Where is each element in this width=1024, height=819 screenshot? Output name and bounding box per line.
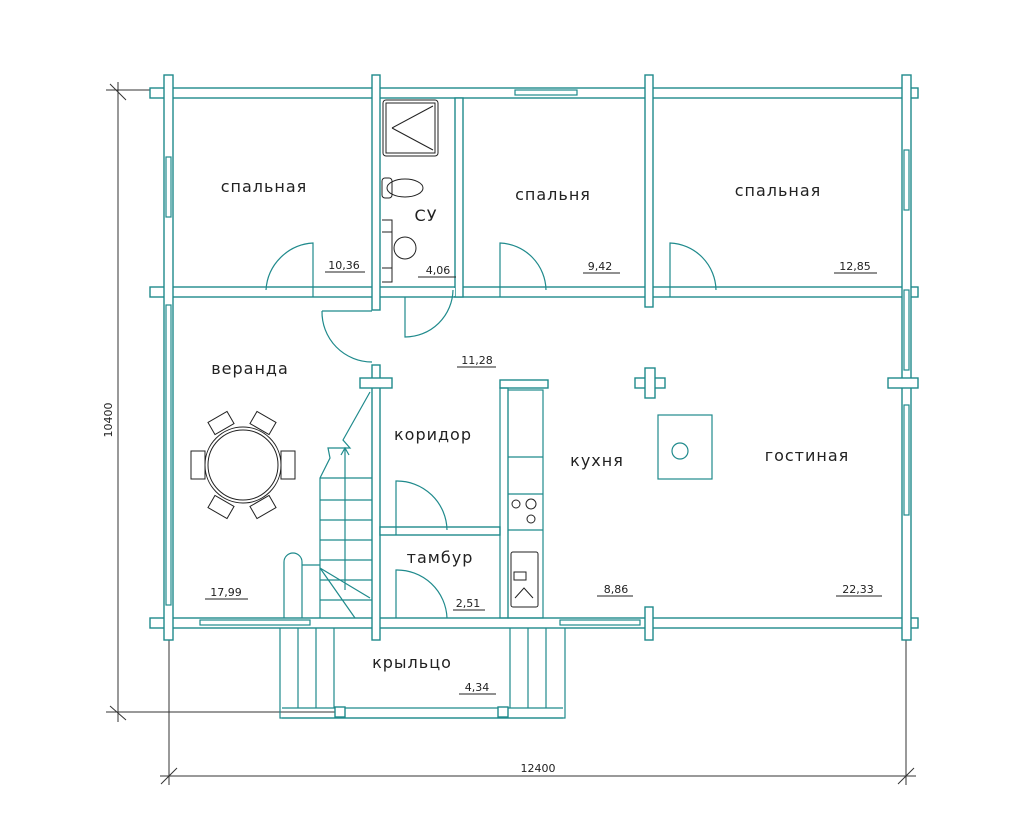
- room-living-area: 22,33: [842, 583, 874, 596]
- fireplace-icon: [657, 414, 713, 480]
- doors: [265, 242, 717, 619]
- room-bedroom-right-name: спальная: [735, 181, 822, 200]
- room-bedroom-left-area: 10,36: [328, 259, 360, 272]
- room-kitchen-area: 8,86: [604, 583, 629, 596]
- room-vestibule-name: тамбур: [407, 548, 474, 567]
- room-hall-area: 11,28: [461, 354, 493, 367]
- room-vestibule-area: 2,51: [456, 597, 481, 610]
- walls: [149, 74, 919, 641]
- staircase: [283, 391, 372, 619]
- room-bathroom-area: 4,06: [426, 264, 451, 277]
- room-veranda-area: 17,99: [210, 586, 242, 599]
- dimension-height: 10400: [102, 82, 340, 722]
- room-porch-area: 4,34: [465, 681, 490, 694]
- room-bedroom-mid-name: спальня: [515, 185, 591, 204]
- chimney-icon: [671, 442, 689, 460]
- room-bathroom-name: СУ: [415, 206, 438, 225]
- stove-icon: [511, 499, 521, 509]
- kitchen-sink-icon: [510, 551, 539, 608]
- dining-table-icon: [190, 410, 296, 520]
- svg-text:10400: 10400: [102, 403, 115, 438]
- room-bedroom-right-area: 12,85: [839, 260, 871, 273]
- room-veranda-name: веранда: [211, 359, 289, 378]
- kitchen-counter: [499, 379, 549, 619]
- svg-text:12400: 12400: [521, 762, 556, 775]
- porch: [279, 628, 566, 719]
- room-kitchen-name: кухня: [570, 451, 624, 470]
- dimension-width: 12400: [160, 640, 916, 785]
- bathroom-fixtures: [381, 99, 439, 283]
- sink-icon: [393, 236, 417, 260]
- room-living-name: гостиная: [765, 446, 850, 465]
- room-bedroom-mid-area: 9,42: [588, 260, 613, 273]
- toilet-icon: [381, 177, 393, 199]
- room-bedroom-left-name: спальная: [221, 177, 308, 196]
- room-porch-name: крыльцо: [372, 653, 452, 672]
- room-corridor-name: коридор: [394, 425, 472, 444]
